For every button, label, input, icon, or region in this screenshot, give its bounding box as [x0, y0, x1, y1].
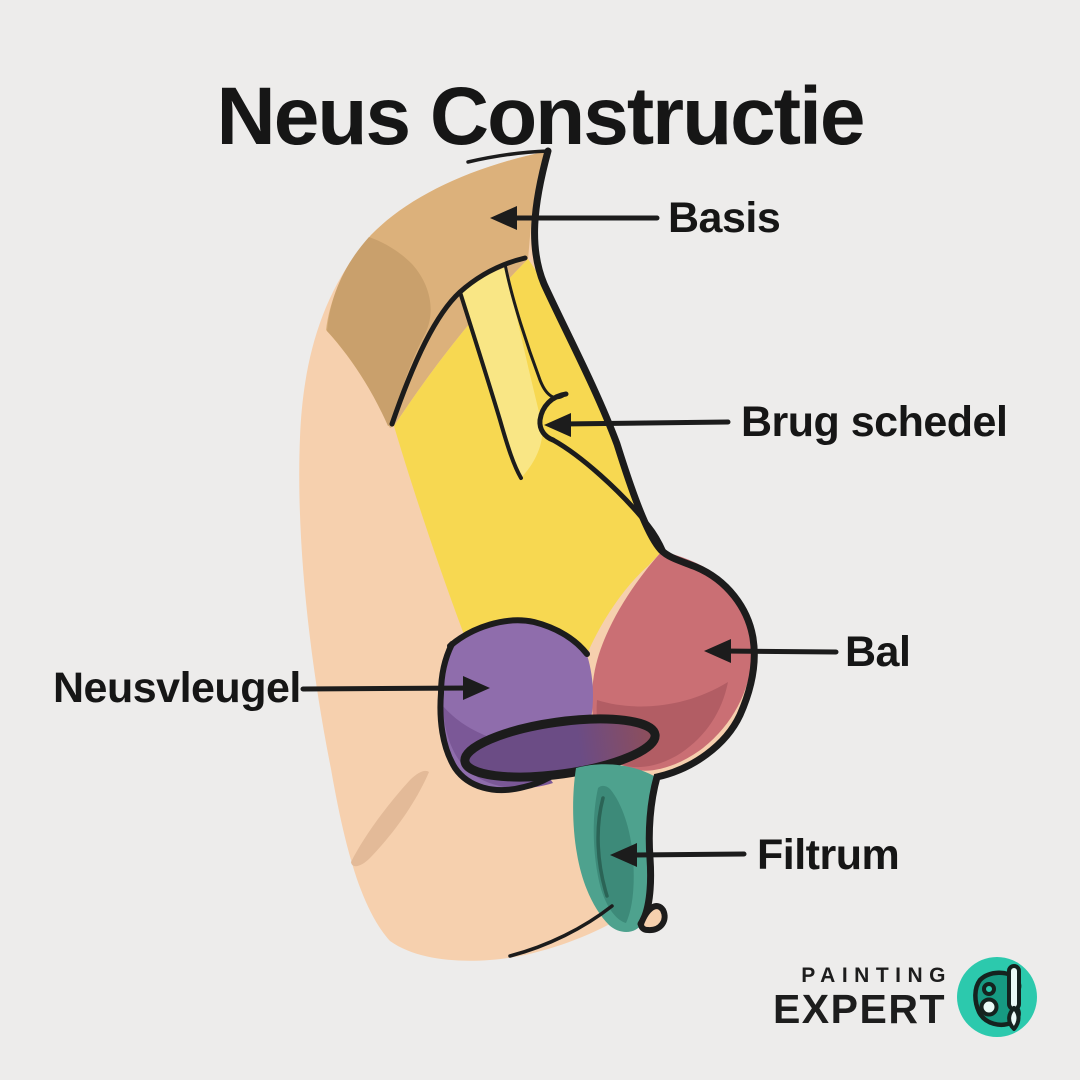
- label-neusvleugel: Neusvleugel: [53, 664, 301, 712]
- face-illustration: [299, 147, 758, 961]
- arrow-filtrum: [610, 843, 747, 867]
- brand-line1: PAINTING: [801, 964, 952, 987]
- arrowhead-filtrum: [610, 843, 637, 867]
- palette-hole-small: [982, 982, 996, 996]
- region-brug-highlight: [461, 267, 543, 478]
- arrow-bal: [704, 639, 839, 663]
- arrow-neusvleugel: [300, 676, 490, 700]
- cheek-shadow: [351, 770, 429, 867]
- brush-tip: [1007, 1006, 1021, 1031]
- brush-handle: [1007, 964, 1021, 1011]
- brand-wordmark: PAINTING EXPERT: [773, 964, 946, 1030]
- label-filtrum: Filtrum: [757, 831, 900, 879]
- label-bal: Bal: [845, 628, 911, 676]
- page-title: Neus Constructie: [216, 71, 866, 162]
- arrow-basis: [490, 206, 660, 230]
- wing-outline-bottom: [437, 641, 572, 794]
- label-basis: Basis: [668, 194, 781, 242]
- forehead-top-line: [466, 149, 550, 164]
- wing-outline-top: [447, 617, 590, 657]
- region-basis-shadow: [327, 237, 431, 426]
- arrow-brug-schedel: [544, 413, 731, 437]
- palette-hole-large: [979, 997, 999, 1017]
- arrowhead-bal: [704, 639, 731, 663]
- brand-line2: EXPERT: [772, 986, 946, 1032]
- arrowhead-basis: [490, 206, 517, 230]
- palette-brush-icon: [957, 957, 1037, 1037]
- nose-outline: [531, 147, 758, 928]
- pointer-arrows: [300, 206, 839, 867]
- bridge-line-left: [458, 290, 523, 480]
- filtrum-crease-line: [596, 796, 609, 898]
- arrowhead-neusvleugel: [463, 676, 490, 700]
- nostril: [460, 714, 660, 782]
- tan-yellow-boundary-line: [389, 255, 528, 427]
- brand-logo: PAINTING EXPERT: [773, 956, 1038, 1038]
- bridge-hump-line: [537, 391, 569, 443]
- arrowhead-brug-schedel: [544, 413, 571, 437]
- lip-tip-outline: [637, 903, 668, 934]
- lip-line: [508, 904, 614, 958]
- label-brug-schedel: Brug schedel: [741, 398, 1008, 446]
